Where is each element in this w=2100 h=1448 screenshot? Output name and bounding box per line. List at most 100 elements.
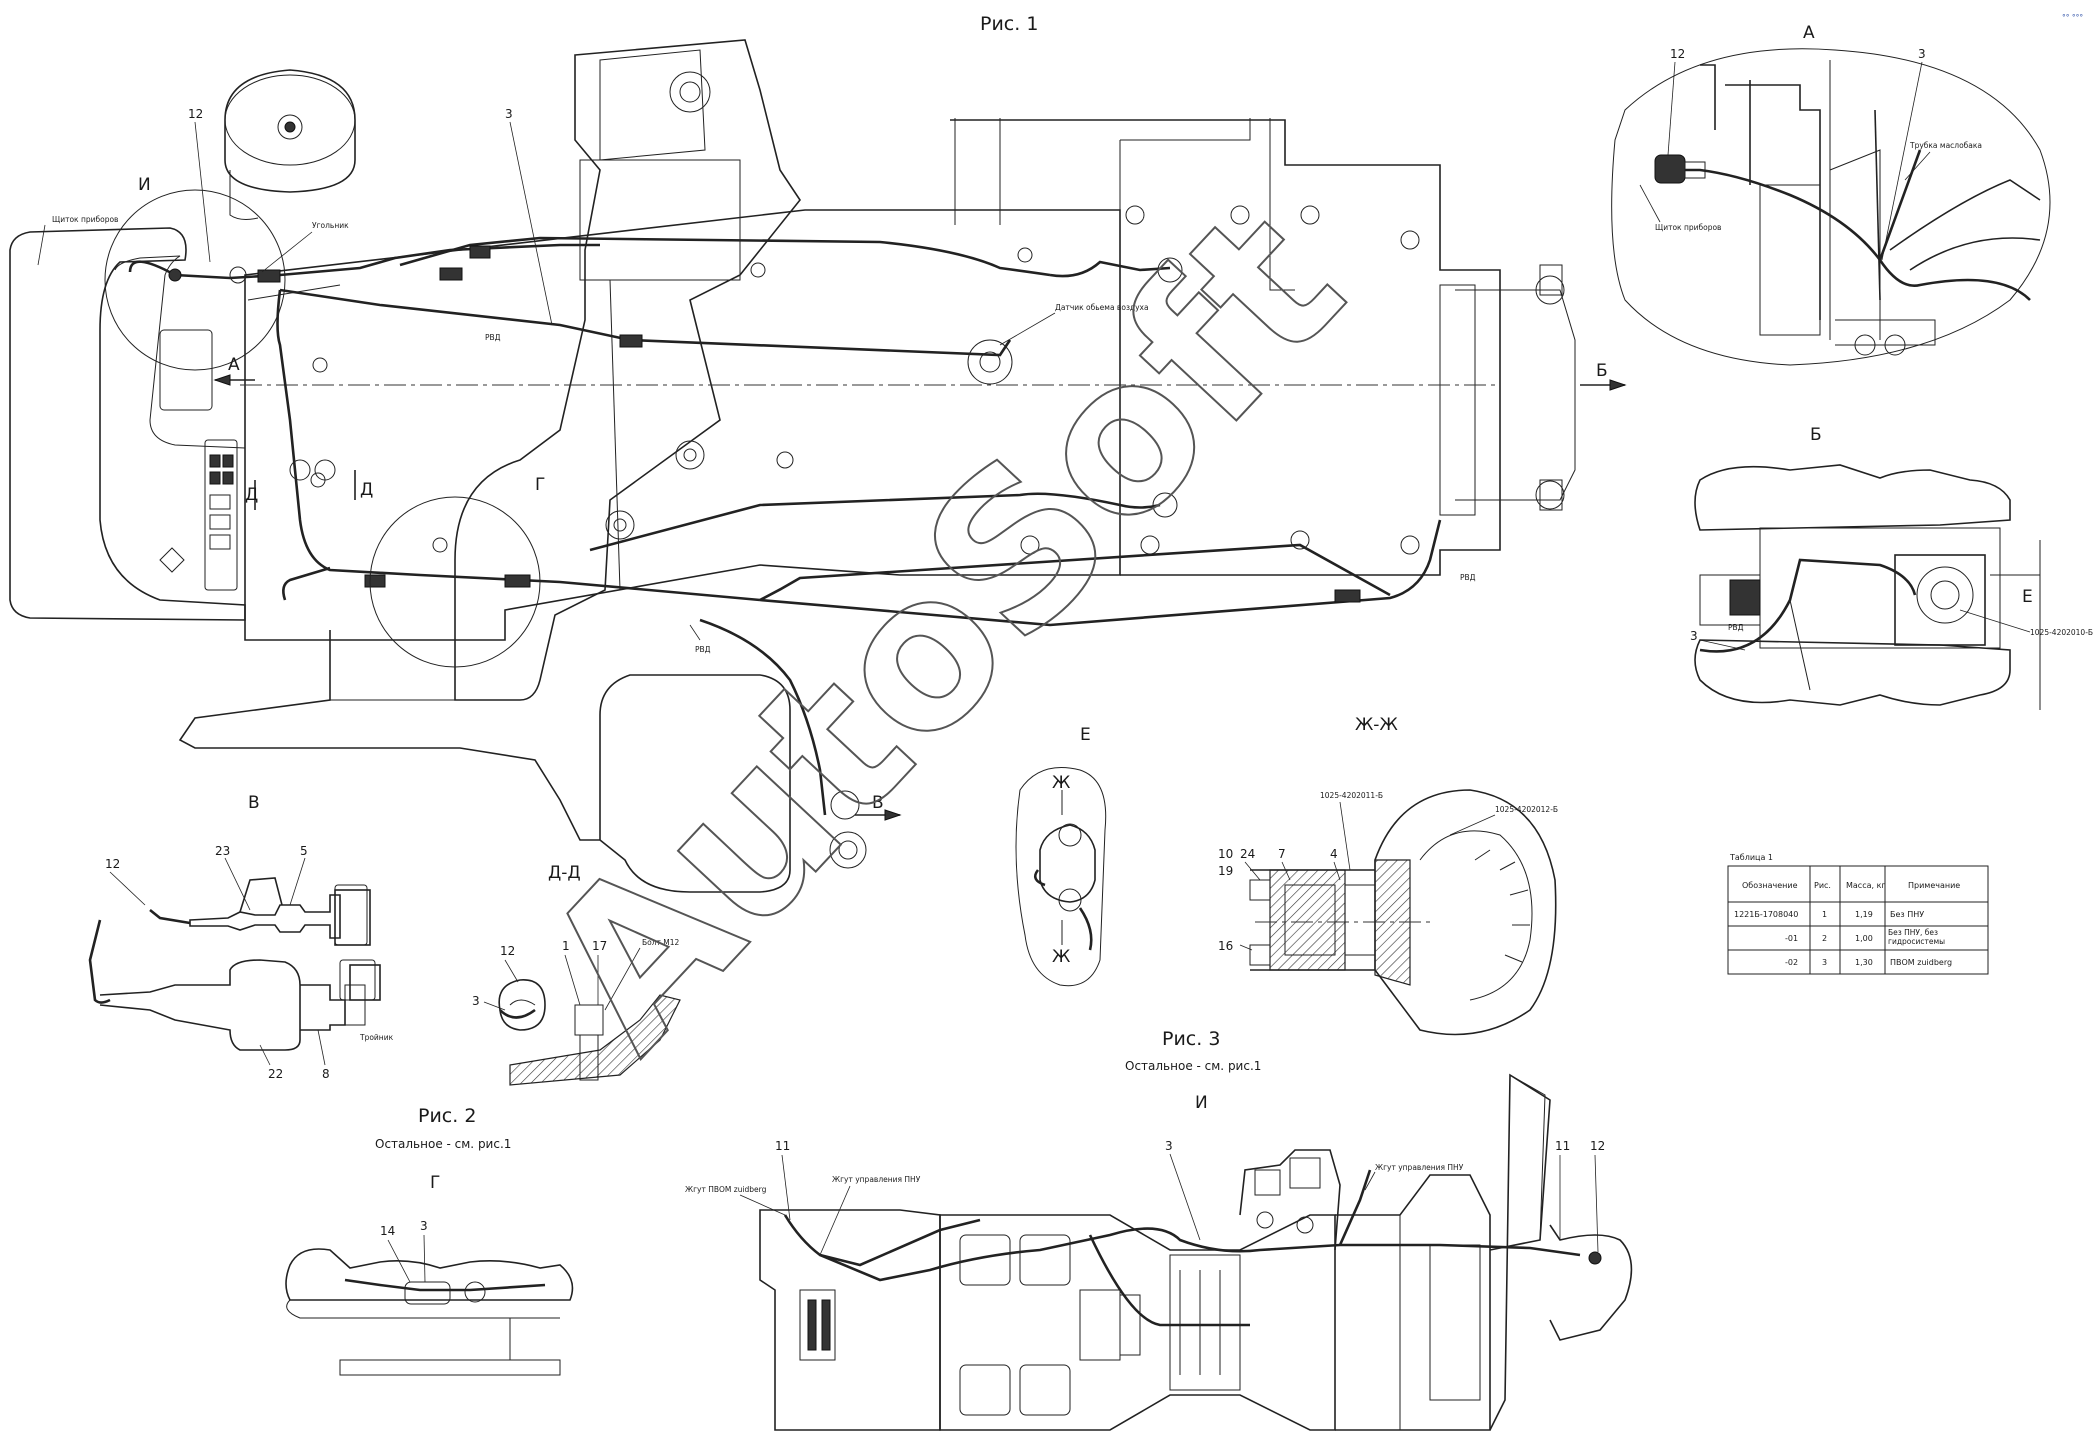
figure-1: Рис. 1 Щиток приборов <box>9 13 1627 893</box>
view-v: В 12 23 5 22 8 Тройник <box>88 793 394 1081</box>
view-b-label-rvd: РВД <box>1728 623 1744 632</box>
view-a-label-tube: Трубка маслобака <box>1909 141 1982 150</box>
view-i-title: И <box>1195 1093 1208 1113</box>
view-v-callout-5: 5 <box>300 844 308 858</box>
table-row-1-mass: 1,19 <box>1855 910 1873 919</box>
svg-text:Е: Е <box>2022 587 2033 607</box>
svg-text:Д: Д <box>245 485 258 505</box>
figure-2-note: Остальное - см. рис.1 <box>375 1137 511 1151</box>
table-header-fig: Рис. <box>1814 881 1831 890</box>
table-row-1-fig: 1 <box>1822 910 1827 919</box>
view-arrow-a: А <box>213 355 255 386</box>
watermark: AutoSoft <box>497 164 1388 1095</box>
view-b: Б Е 3 РВД 1025-4202010-Б <box>1690 425 2093 710</box>
view-zh-callout-19: 19 <box>1218 864 1233 878</box>
gauge-dial <box>224 69 356 220</box>
label-tee: Угольник <box>312 221 349 230</box>
view-a-label-shield: Щиток приборов <box>1655 223 1721 232</box>
detail-circle-g <box>369 496 541 668</box>
svg-text:Д: Д <box>360 480 373 500</box>
table-row-2-mass: 1,00 <box>1855 934 1873 943</box>
view-zh-zh-title: Ж-Ж <box>1355 715 1398 735</box>
view-v-callout-12: 12 <box>105 857 120 871</box>
view-i-label-harness-pnu-left: Жгут управления ПНУ <box>832 1175 921 1184</box>
label-rvd-right: РВД <box>1460 573 1476 582</box>
view-i-callout-11: 11 <box>775 1139 790 1153</box>
callout-3: 3 <box>505 107 513 121</box>
view-zh-callout-4: 4 <box>1330 847 1338 861</box>
view-dd-callout-12: 12 <box>500 944 515 958</box>
view-zh-callout-10: 10 <box>1218 847 1233 861</box>
view-dd-title: Д-Д <box>548 863 581 883</box>
instrument-panel: Щиток приборов <box>9 215 246 621</box>
view-arrow-v: В <box>855 793 902 821</box>
view-a-title: А <box>1803 23 1815 43</box>
figure-1-caption: Рис. 1 <box>980 13 1038 35</box>
view-g-callout-3: 3 <box>420 1219 428 1233</box>
view-dd-callout-1: 1 <box>562 939 570 953</box>
corner-mark: °° °°° <box>2062 13 2083 22</box>
figure-2-caption: Рис. 2 <box>418 1105 476 1127</box>
table-row-1-note: Без ПНУ <box>1890 910 1924 919</box>
table-row-1-designation: 1221Б-1708040 <box>1734 910 1798 919</box>
view-zh-callout-7: 7 <box>1278 847 1286 861</box>
label-air-sensor: Датчик обьема воздуха <box>1055 303 1149 312</box>
view-e-title: Е <box>1080 725 1091 745</box>
view-mark-i: И <box>138 175 151 195</box>
view-arrow-b: Б <box>1580 361 1627 391</box>
section-mark-zh-bottom: Ж <box>1052 947 1070 967</box>
table-row-2-designation: -01 <box>1785 934 1798 943</box>
transmission-housing <box>454 39 801 701</box>
view-a-callout-12: 12 <box>1670 47 1685 61</box>
view-i-callout-11b: 11 <box>1555 1139 1570 1153</box>
section-mark-d: Д Д <box>245 470 373 510</box>
section-mark-zh-top: Ж <box>1052 773 1070 793</box>
view-dd-callout-3: 3 <box>472 994 480 1008</box>
table-header-designation: Обозначение <box>1742 881 1798 890</box>
view-b-title: Б <box>1810 425 1822 445</box>
label-rvd-bottom: РВД <box>695 645 711 654</box>
view-dd: Д-Д 12 1 17 Болт М12 3 <box>472 863 681 1086</box>
detail-circle-i <box>104 189 286 371</box>
callout-12: 12 <box>188 107 203 121</box>
table-header-note: Примечание <box>1908 881 1960 890</box>
figure-3-caption: Рис. 3 <box>1162 1028 1220 1050</box>
view-zh-callout-24: 24 <box>1240 847 1255 861</box>
table-1: Таблица 1 Обозначение Рис. Масса, кг При… <box>1727 853 1989 975</box>
view-mark-g: Г <box>535 475 545 495</box>
view-v-callout-8: 8 <box>322 1067 330 1081</box>
view-a: А 12 3 Щиток приборов Трубка маслобака <box>1611 23 2051 366</box>
view-g-callout-14: 14 <box>380 1224 395 1238</box>
view-i-callout-12: 12 <box>1590 1139 1605 1153</box>
figure-3-note: Остальное - см. рис.1 <box>1125 1059 1261 1073</box>
view-e: Е Ж Ж <box>1015 725 1107 987</box>
table-row-3-designation: -02 <box>1785 958 1798 967</box>
view-b-callout-3: 3 <box>1690 629 1698 643</box>
view-zh-label-code1: 1025-4202011-Б <box>1320 791 1383 800</box>
cable-harness-fig1 <box>128 236 1442 869</box>
table-row-2-note: Без ПНУ, без гидросистемы <box>1888 928 1946 946</box>
view-g-title: Г <box>430 1173 440 1193</box>
view-i-label-harness-pnu-right: Жгут управления ПНУ <box>1375 1163 1464 1172</box>
view-zh-label-code2: 1025-4202012-Б <box>1495 805 1558 814</box>
view-b-label-code: 1025-4202010-Б <box>2030 628 2093 637</box>
view-v-callout-23: 23 <box>215 844 230 858</box>
label-instrument-panel: Щиток приборов <box>52 215 118 224</box>
table-row-3-note: ПВОМ zuidberg <box>1890 958 1952 967</box>
svg-text:Б: Б <box>1596 361 1608 381</box>
tractor-frame <box>178 118 1576 893</box>
view-i-callout-3: 3 <box>1165 1139 1173 1153</box>
table-row-2-fig: 2 <box>1822 934 1827 943</box>
view-i: И 11 3 1 <box>685 1073 1633 1431</box>
view-v-callout-22: 22 <box>268 1067 283 1081</box>
table-title: Таблица 1 <box>1729 853 1773 862</box>
label-rvd-top: РВД <box>485 333 501 342</box>
view-i-label-harness-zuidberg: Жгут ПВОМ zuidberg <box>685 1185 767 1194</box>
view-v-title: В <box>248 793 260 813</box>
view-v-label-tee: Тройник <box>359 1033 394 1042</box>
view-zh-callout-16: 16 <box>1218 939 1233 953</box>
view-g: Г 14 3 <box>285 1173 574 1376</box>
svg-text:В: В <box>872 793 884 813</box>
table-row-3-mass: 1,30 <box>1855 958 1873 967</box>
